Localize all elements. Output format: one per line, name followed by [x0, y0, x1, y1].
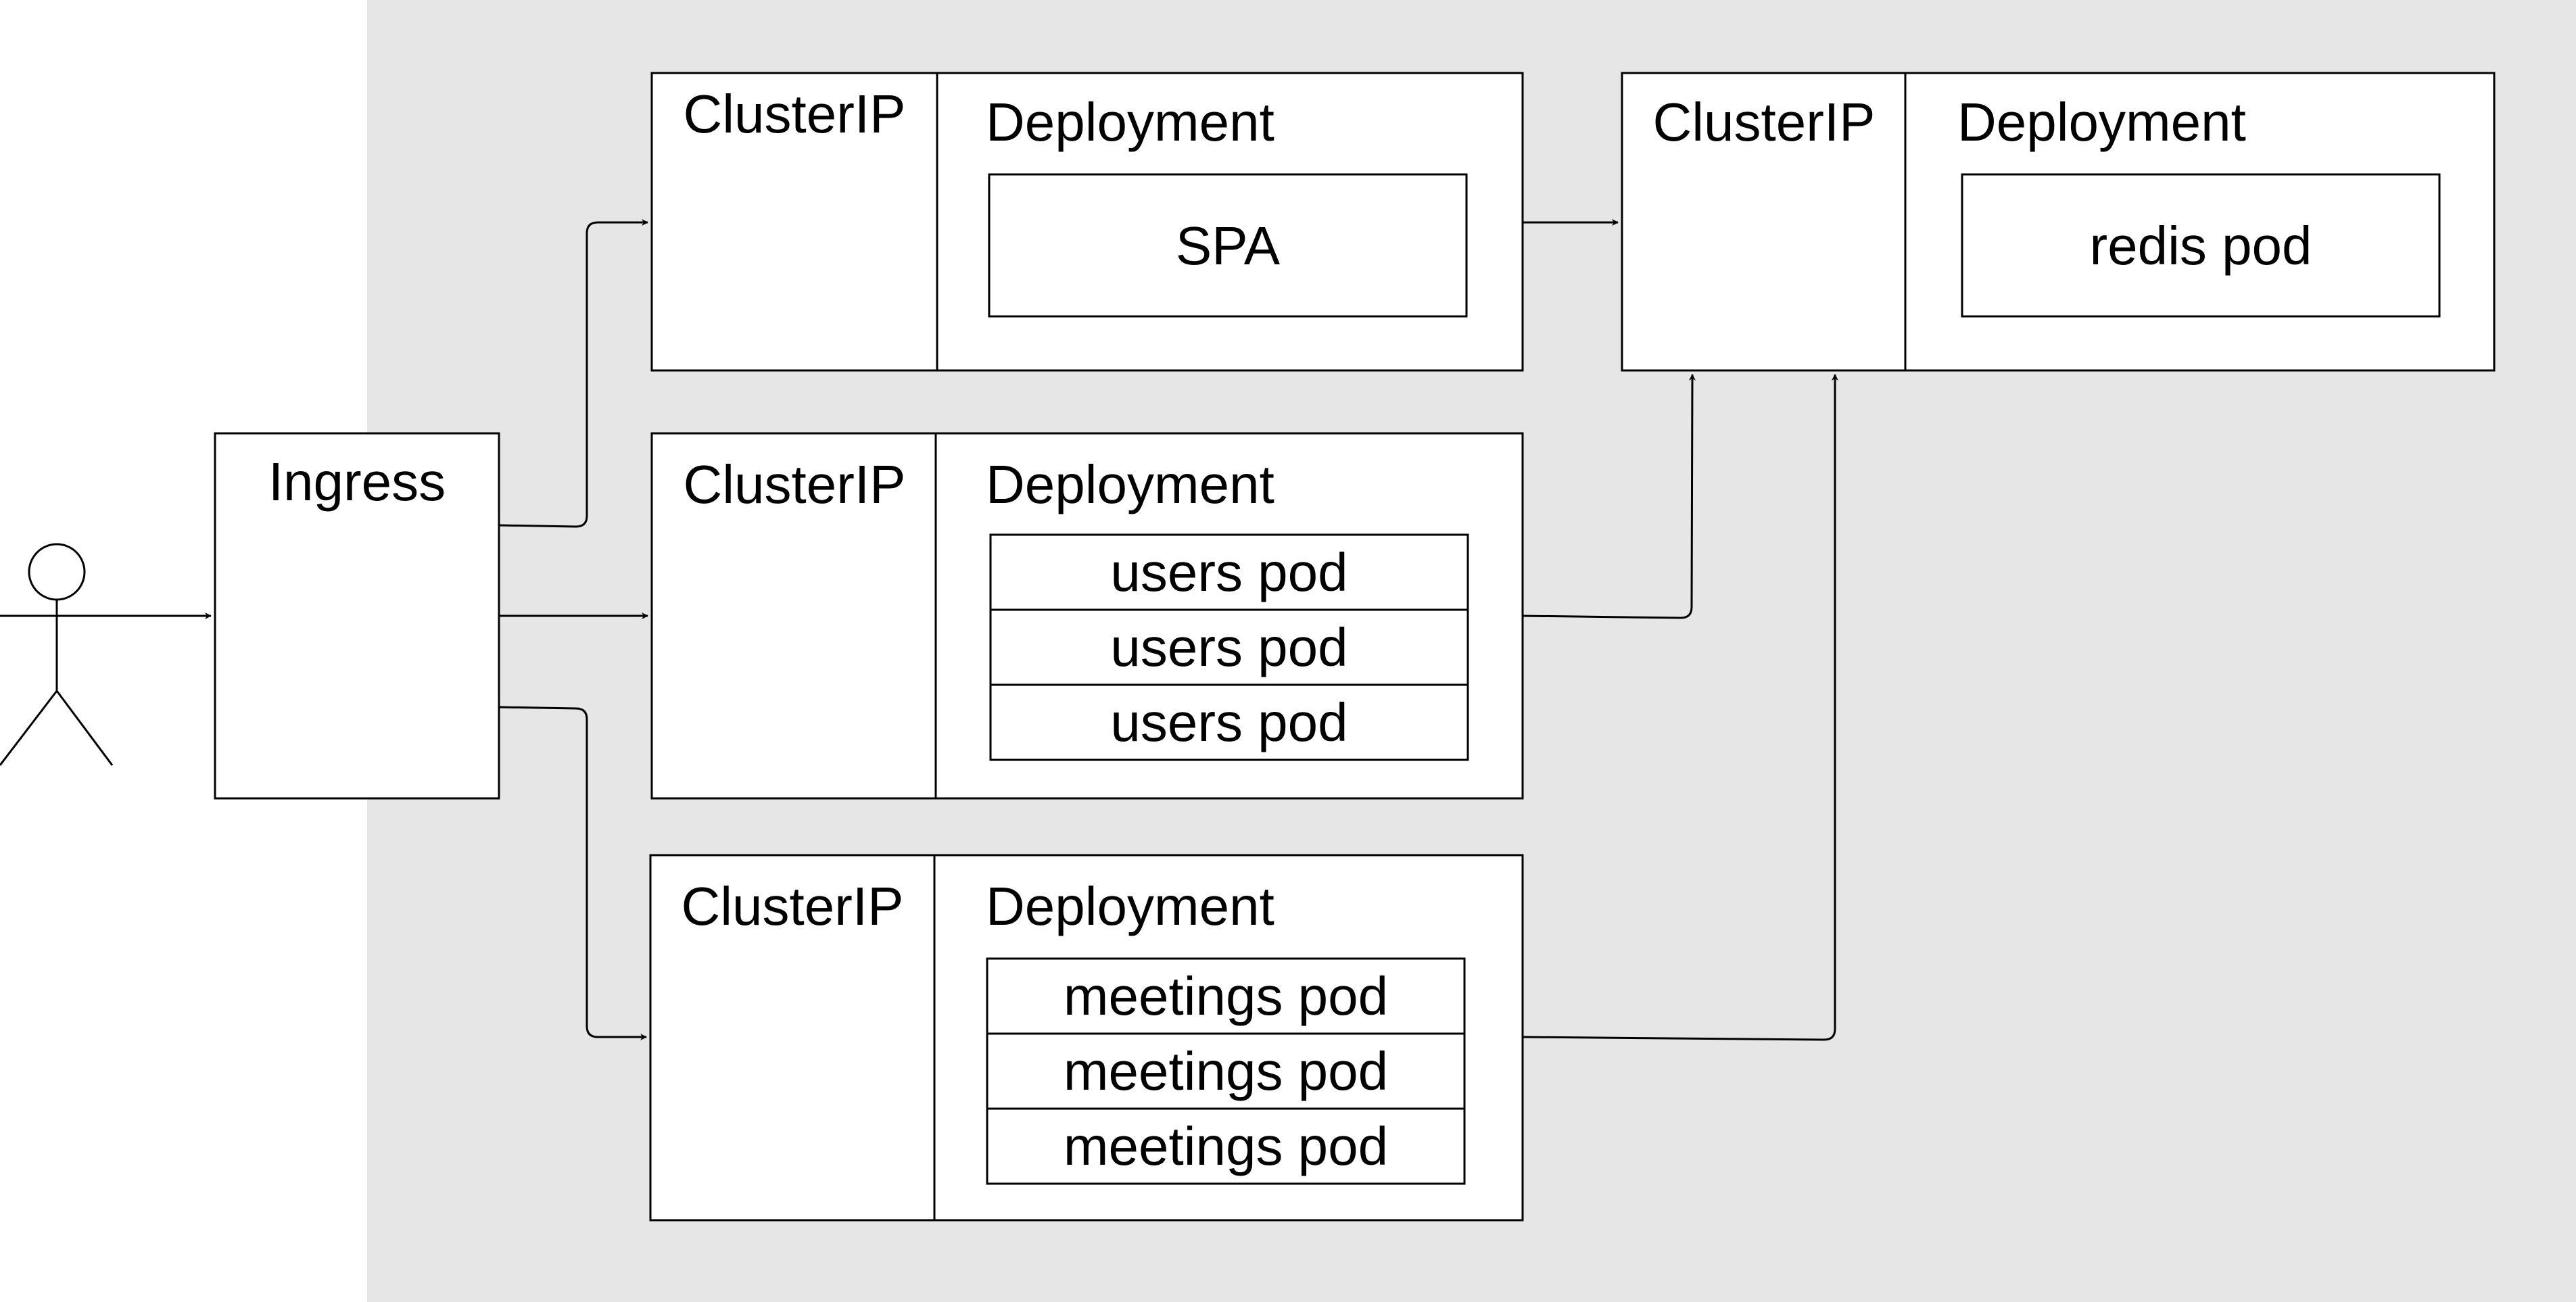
connector-ingress-to-spa — [498, 219, 648, 528]
pod-label: redis pod — [2089, 216, 2312, 276]
pod-label: meetings pod — [1064, 1041, 1388, 1101]
pod-label: meetings pod — [1064, 1116, 1388, 1176]
pod-label: meetings pod — [1064, 966, 1388, 1026]
pod-label: users pod — [1110, 542, 1347, 602]
stick-figure-user-icon — [0, 543, 114, 766]
connector-users-to-redis — [1522, 374, 1696, 619]
connector-ingress-to-meetings — [498, 706, 647, 1040]
deployment-label: Deployment — [986, 454, 1274, 514]
clusterip-label: ClusterIP — [684, 84, 906, 144]
pod-box — [989, 533, 1469, 611]
clusterip-label: ClusterIP — [682, 876, 904, 936]
pod-box — [986, 1107, 1466, 1185]
ingress-box: Ingress — [214, 432, 500, 800]
connector-meetings-to-redis — [1522, 374, 1838, 1041]
deployment-label: Deployment — [986, 876, 1274, 936]
meetings-service-group: ClusterIP Deployment meetings pod meetin… — [649, 854, 1524, 1222]
pod-box — [989, 683, 1469, 761]
pod-label: SPA — [1176, 216, 1281, 276]
pod-box — [1961, 173, 2441, 318]
pod-label: users pod — [1110, 692, 1347, 752]
ingress-label: Ingress — [268, 452, 446, 512]
deployment-label: Deployment — [986, 92, 1274, 152]
clusterip-label: ClusterIP — [684, 454, 906, 514]
deployment-label: Deployment — [1957, 92, 2246, 152]
pod-box — [988, 173, 1468, 318]
redis-service-group: ClusterIP Deployment redis pod — [1621, 72, 2496, 372]
users-service-group: ClusterIP Deployment users pod users pod… — [650, 432, 1524, 800]
pod-label: users pod — [1110, 617, 1347, 677]
clusterip-label: ClusterIP — [1653, 92, 1876, 152]
pod-box — [989, 608, 1469, 686]
pod-box — [986, 1032, 1466, 1110]
spa-service-group: ClusterIP Deployment SPA — [650, 72, 1524, 372]
